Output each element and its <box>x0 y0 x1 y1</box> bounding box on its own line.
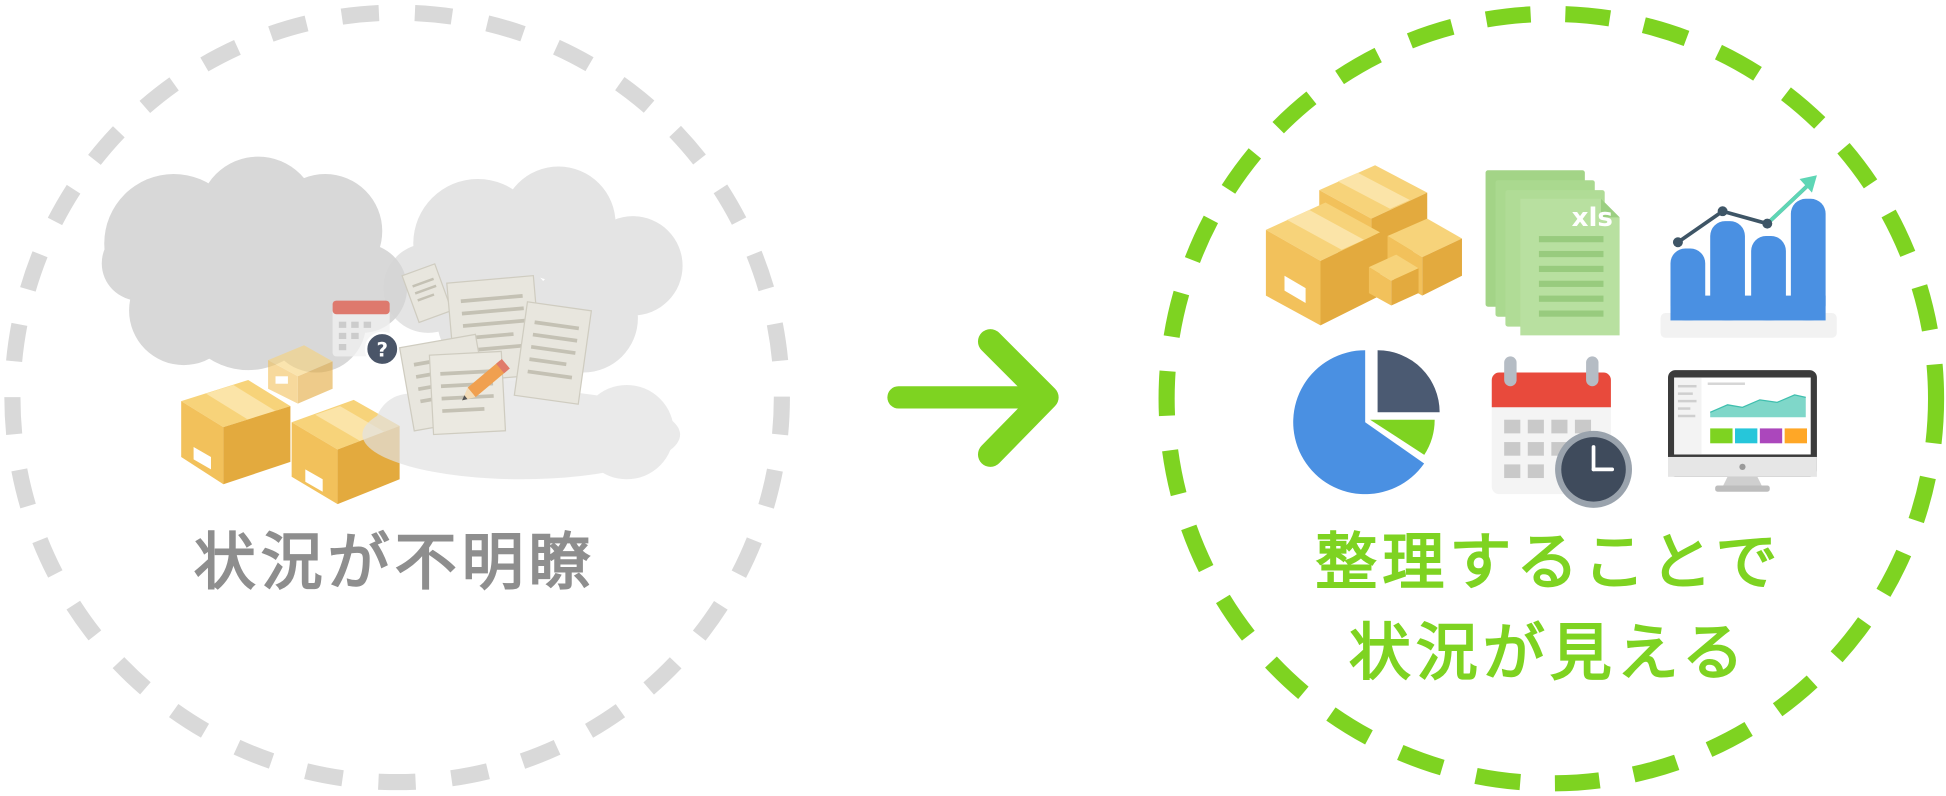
document-icon <box>401 263 453 324</box>
spreadsheet-icon: xls <box>1485 170 1620 336</box>
calendar-clock-icon <box>1491 356 1633 508</box>
box-icon <box>181 380 291 485</box>
bar-chart-icon <box>1660 175 1837 338</box>
right-dashed-circle <box>1158 5 1945 792</box>
box-icon <box>1265 165 1462 326</box>
xls-label: xls <box>1572 203 1613 233</box>
pencil-icon <box>462 358 510 401</box>
question-badge-text: ? <box>376 338 388 361</box>
dashboard-screen <box>1674 377 1807 455</box>
right-caption-line1: 整理することで <box>1315 526 1782 599</box>
pie-chart-icon <box>1293 350 1440 495</box>
question-icon: ? <box>364 331 400 367</box>
box-icon <box>268 345 333 404</box>
left-panel: ? <box>4 4 790 791</box>
document-stack <box>398 263 593 436</box>
clock-icon <box>1555 430 1633 508</box>
arrow-right-icon <box>887 329 1059 467</box>
monitor-icon <box>1668 370 1817 492</box>
document-icon <box>513 301 593 405</box>
left-caption: 状況が不明瞭 <box>194 526 596 599</box>
left-dashed-circle <box>4 4 790 791</box>
right-caption-line2: 状況が見える <box>1349 616 1749 689</box>
right-panel: xls <box>1158 5 1945 792</box>
cloud-icon <box>101 156 408 373</box>
